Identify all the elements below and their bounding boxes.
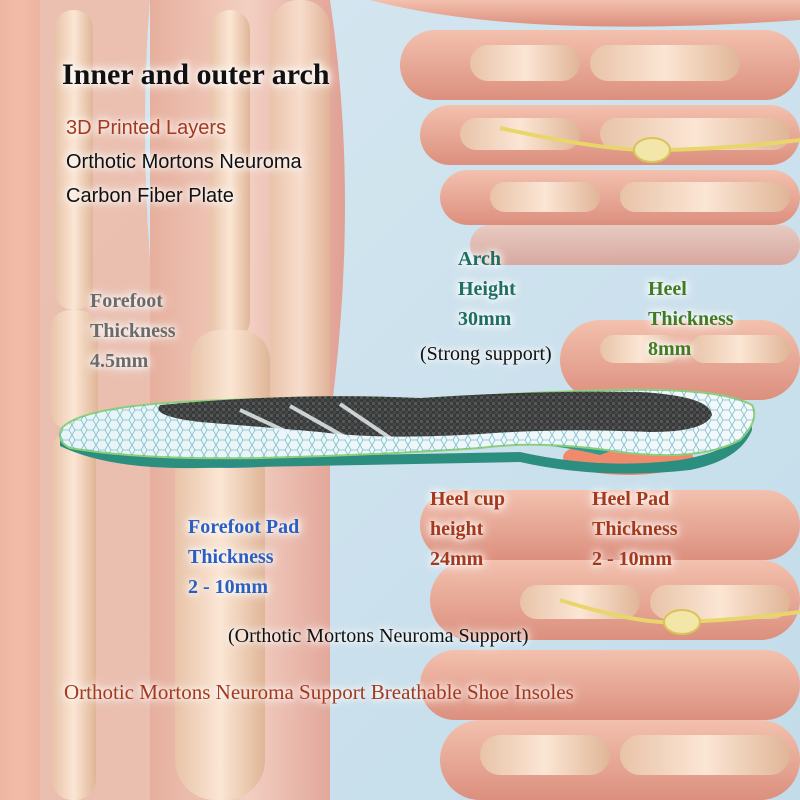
heel-cup-line-2: height xyxy=(430,518,484,540)
feature-orthotic-mortons-neuroma: Orthotic Mortons Neuroma xyxy=(66,151,302,173)
heel-cup-value: 24mm xyxy=(430,548,484,570)
arch-height-label: Arch Height 30mm xyxy=(458,244,516,334)
heel-thickness-value: 8mm xyxy=(648,338,692,360)
strong-support-note: (Strong support) xyxy=(420,343,552,365)
forefoot-pad-line-1: Forefoot Pad xyxy=(188,516,300,538)
heel-cup-line-1: Heel cup xyxy=(430,488,505,510)
heel-pad-thickness-label: Heel Pad Thickness 2 - 10mm xyxy=(592,484,678,574)
heel-thickness-line-1: Heel xyxy=(648,278,687,300)
forefoot-thickness-value: 4.5mm xyxy=(90,350,149,372)
feature-3d-printed-layers: 3D Printed Layers xyxy=(66,117,227,139)
forefoot-pad-thickness-label: Forefoot Pad Thickness 2 - 10mm xyxy=(188,512,299,602)
feature-carbon-fiber-plate: Carbon Fiber Plate xyxy=(66,185,234,207)
heel-cup-height-label: Heel cup height 24mm xyxy=(430,484,505,574)
forefoot-pad-line-2: Thickness xyxy=(188,546,274,568)
forefoot-thickness-label: Forefoot Thickness 4.5mm xyxy=(90,286,176,376)
arch-height-value: 30mm xyxy=(458,308,512,330)
heel-pad-line-1: Heel Pad xyxy=(592,488,670,510)
heel-pad-value: 2 - 10mm xyxy=(592,548,672,570)
arch-height-line-1: Arch xyxy=(458,248,501,270)
arch-height-line-2: Height xyxy=(458,278,516,300)
bottom-caption: Orthotic Mortons Neuroma Support Breatha… xyxy=(64,680,574,704)
forefoot-thickness-line-1: Forefoot xyxy=(90,290,163,312)
heel-thickness-line-2: Thickness xyxy=(648,308,734,330)
page-title: Inner and outer arch xyxy=(62,58,330,91)
neuroma-support-note: (Orthotic Mortons Neuroma Support) xyxy=(228,625,529,647)
forefoot-thickness-line-2: Thickness xyxy=(90,320,176,342)
heel-pad-line-2: Thickness xyxy=(592,518,678,540)
forefoot-pad-value: 2 - 10mm xyxy=(188,576,268,598)
heel-thickness-label: Heel Thickness 8mm xyxy=(648,274,734,364)
